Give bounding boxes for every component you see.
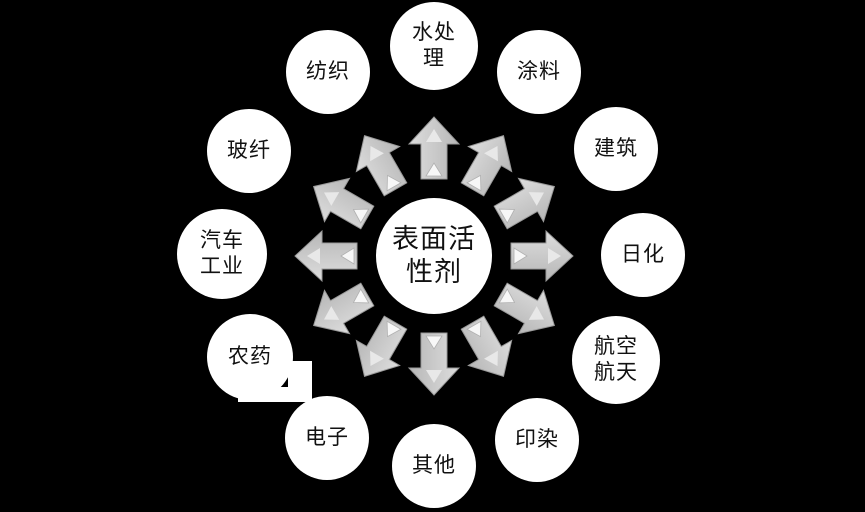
node-label: 纺织 — [306, 60, 350, 84]
arrow-to-construction-icon — [487, 164, 568, 240]
node-printing-dyeing: 印染 — [495, 398, 579, 482]
arrow-to-other-icon — [408, 332, 460, 396]
node-label: 日化 — [621, 243, 665, 267]
node-coating: 涂料 — [497, 30, 581, 114]
node-label: 表面活 性剂 — [392, 224, 476, 287]
arrow-to-aerospace-icon — [487, 272, 568, 348]
node-label: 航空 航天 — [594, 335, 638, 384]
arrow-to-coating-icon — [450, 122, 526, 203]
node-construction: 建筑 — [574, 107, 658, 191]
node-label: 玻纤 — [227, 139, 271, 163]
arrow-to-water-treatment-icon — [408, 116, 460, 180]
node-electronics: 电子 — [285, 396, 369, 480]
arrow-to-textile-icon — [342, 122, 418, 203]
node-aerospace: 航空 航天 — [572, 316, 660, 404]
arrow-to-daily-chemicals-icon — [510, 230, 574, 282]
node-daily-chemicals: 日化 — [601, 213, 685, 297]
arrow-to-pesticide-icon — [300, 272, 381, 348]
node-label: 印染 — [515, 428, 559, 452]
node-label: 建筑 — [594, 137, 638, 161]
node-label: 涂料 — [517, 60, 561, 84]
arrow-to-printing-dyeing-icon — [450, 309, 526, 390]
node-pesticide: 农药 — [207, 314, 293, 400]
node-automotive-industry: 汽车 工业 — [177, 209, 267, 299]
arrow-to-glass-fiber-icon — [300, 164, 381, 240]
node-water-treatment: 水处 理 — [390, 2, 478, 90]
node-label: 汽车 工业 — [200, 229, 244, 278]
node-textile: 纺织 — [286, 30, 370, 114]
node-surfactant-center: 表面活 性剂 — [376, 198, 492, 314]
node-label: 其他 — [412, 454, 456, 478]
arrow-to-electronics-icon — [342, 309, 418, 390]
node-other: 其他 — [392, 424, 476, 508]
node-label: 农药 — [228, 345, 272, 369]
node-glass-fiber: 玻纤 — [207, 109, 291, 193]
arrow-to-automotive-icon — [294, 230, 358, 282]
node-label: 水处 理 — [412, 21, 456, 70]
node-label: 电子 — [305, 426, 349, 450]
